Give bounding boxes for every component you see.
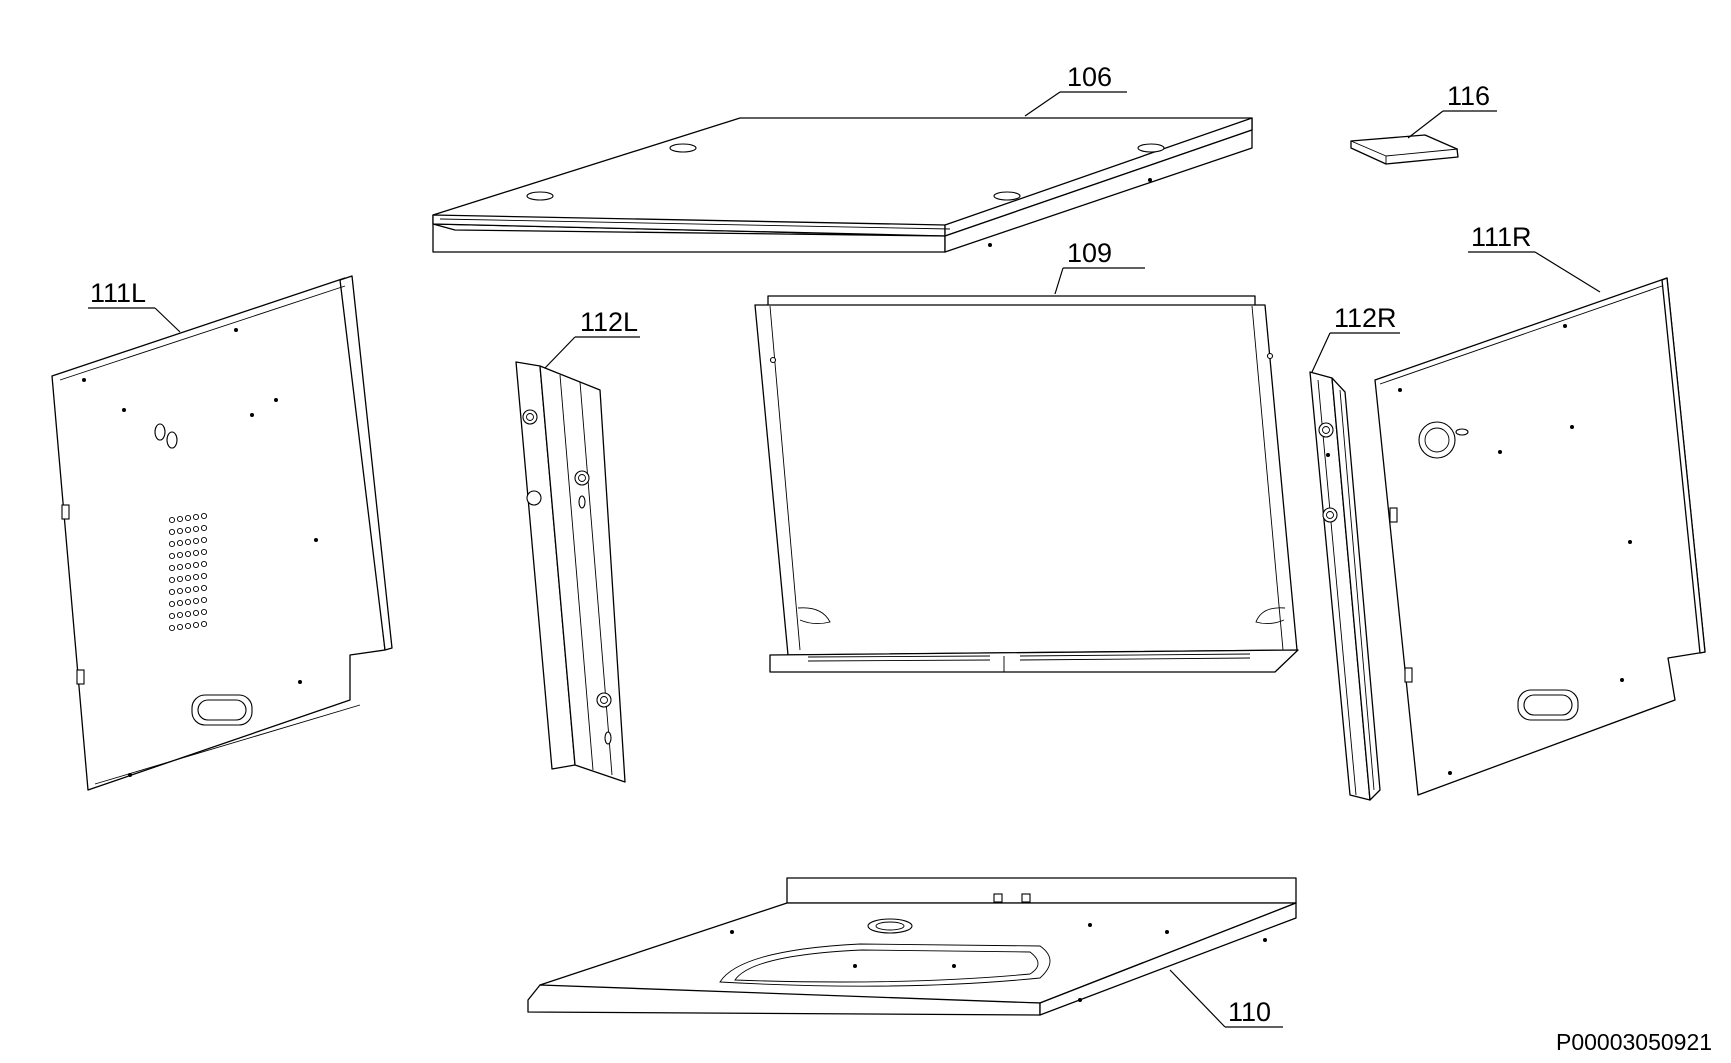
label-112r: 112R xyxy=(1334,303,1397,333)
leader-lines xyxy=(88,91,1601,1028)
part-111l-left-side-panel[interactable] xyxy=(51,275,393,791)
part-111r-right-side-panel[interactable] xyxy=(1374,277,1706,796)
part-112l-left-rail[interactable] xyxy=(515,361,626,783)
part-116-bracket[interactable] xyxy=(1350,134,1459,165)
label-109: 109 xyxy=(1067,238,1112,268)
part-109-back-panel[interactable] xyxy=(754,295,1299,673)
part-110-bottom-tray[interactable] xyxy=(527,877,1297,1016)
reference-code: P00003050921 xyxy=(1556,1029,1712,1055)
label-110: 110 xyxy=(1228,997,1271,1027)
label-112l: 112L xyxy=(580,307,638,337)
label-106: 106 xyxy=(1067,62,1112,92)
part-112r-right-rail[interactable] xyxy=(1309,371,1381,801)
label-111r: 111R xyxy=(1471,222,1532,252)
label-116: 116 xyxy=(1447,81,1490,111)
part-106-top-panel[interactable] xyxy=(432,117,1253,253)
label-111l: 111L xyxy=(90,278,146,308)
